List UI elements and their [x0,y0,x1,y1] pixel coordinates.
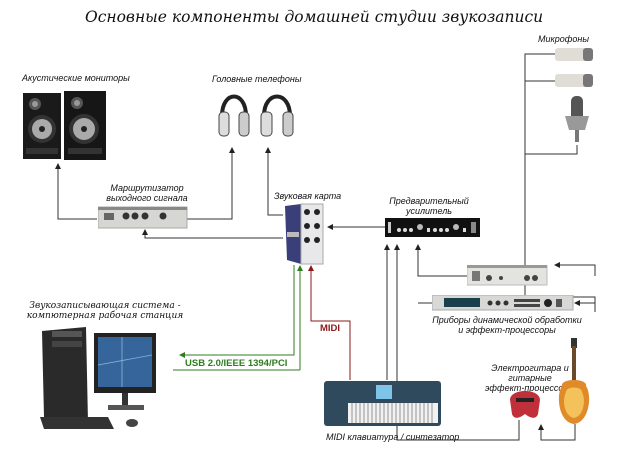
wire-midi [308,265,351,380]
guitar-label-line1: Электрогитара и [491,363,569,373]
workstation-label: Звукозаписывающая система - компютерная … [20,301,190,321]
processors-label-line1: Приборы динамической обработки [432,315,582,325]
wire-usb [179,265,295,358]
wire-guitar-to-preamp [394,244,520,441]
preamp-label-line2: усилитель [405,206,453,216]
audio-interface-icon [285,203,324,265]
router-label-line1: Маршрутизатор [110,183,184,193]
soundcard-label: Звуковая карта [274,191,342,201]
keyboard-label: MIDI клавиатура / синтезатор [326,432,460,442]
monitors-label: Акустические мониторы [22,73,130,83]
studio-monitors-icon [23,91,106,160]
effects-unit-icon [467,265,548,286]
wire-soundcard-to-headphones [265,147,283,216]
processors-label: Приборы динамической обработки и эффект-… [432,315,582,335]
headphones-label: Головные телефоны [212,74,302,84]
preamp-label-line1: Предварительный [389,196,469,206]
preamp-label: Предварительный усилитель [388,196,470,216]
workstation-label-line1: Звукозаписывающая система - [29,301,181,311]
guitar-label: Электрогитара и гитарные эффект-процессо… [485,363,575,393]
diagram-title: Основные компоненты домашней студии звук… [85,8,544,26]
wire-guitar-to-pedal [538,424,576,441]
wire-mic3 [525,145,578,155]
rack-processor-icon [432,295,574,311]
processors-label-line2: и эффект-процессоры [458,325,556,335]
router-label: Маршрутизатор выходного сигнала [103,183,191,203]
preamp-icon [385,218,480,237]
workstation-label-line2: компютерная рабочая станция [26,311,184,321]
wire-mic-to-effects [554,262,596,276]
wire-mic-to-processor [574,300,596,310]
guitar-label-line3: эффект-процессоры [485,383,576,393]
electric-guitar-icon [510,338,590,424]
guitar-label-line2: гитарные [508,373,552,383]
microphone-icon [555,48,593,142]
midi-keyboard-icon [324,381,441,426]
router-label-line2: выходного сигнала [106,193,188,203]
wire-router-to-monitors [55,163,97,220]
computer-icon [40,327,156,429]
wire-effects-to-preamp [415,244,468,277]
wire-router-to-headphones [187,147,235,220]
midi-connection-label: MIDI [320,323,341,334]
usb-connection-label: USB 2.0/IEEE 1394/PCI [185,358,288,369]
microphones-label: Микрофоны [538,34,589,44]
wire-soundcard-to-router [142,229,283,239]
output-router-icon [98,206,188,229]
headphones-icon [218,94,294,137]
